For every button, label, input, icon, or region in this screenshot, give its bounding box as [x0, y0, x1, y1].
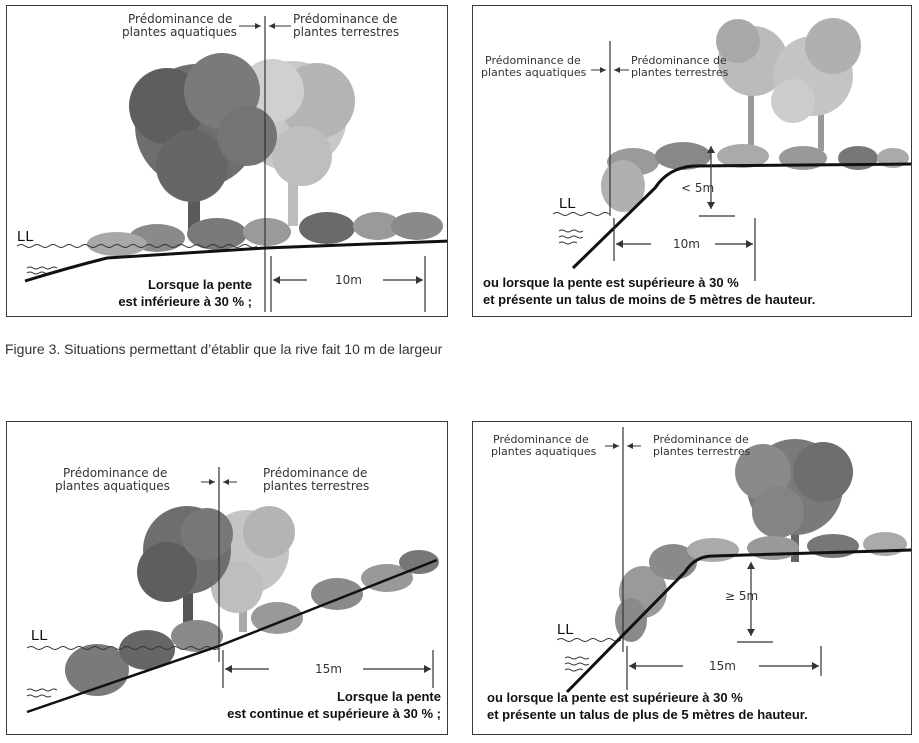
terrestrial-tree [735, 439, 853, 562]
water-surface [26, 646, 220, 650]
condition-text-1: ou lorsque la pente est supérieure à 30 … [483, 275, 739, 290]
shrubs [615, 532, 907, 642]
distance-label: 10m [673, 237, 700, 251]
water-surface [16, 244, 258, 248]
height-label: < 5m [681, 181, 714, 195]
panel-continuous-steep-slope: Prédominance de plantes aquatiques Prédo… [6, 421, 448, 735]
terrestrial-label-1: Prédominance de [631, 54, 727, 67]
panel-continuous-steep-slope-drawing: Prédominance de plantes aquatiques Prédo… [26, 466, 441, 721]
terrestrial-label-1: Prédominance de [293, 12, 397, 26]
condition-text-2: est inférieure à 30 % ; [118, 294, 252, 309]
panel-gentle-slope: Prédominance de plantes aquatiques Prédo… [6, 5, 448, 317]
ground-line [24, 239, 447, 283]
terrestrial-label-2: plantes terrestres [653, 445, 751, 458]
condition-text-2: est continue et supérieure à 30 % ; [227, 706, 441, 721]
ground-line [565, 548, 911, 694]
aquatic-label-1: Prédominance de [493, 433, 589, 446]
aquatic-label-2: plantes aquatiques [122, 25, 237, 39]
panel-steep-high-bank: Prédominance de plantes aquatiques Prédo… [472, 421, 912, 735]
ll-label: LL [17, 228, 34, 245]
condition-text-1: ou lorsque la pente est supérieure à 30 … [487, 690, 743, 705]
condition-text-2: et présente un talus de plus de 5 mètres… [487, 707, 808, 722]
aquatic-label-2: plantes aquatiques [491, 445, 597, 458]
condition-text-1: Lorsque la pente [148, 277, 252, 292]
ll-label: LL [31, 627, 48, 644]
aquatic-label-2: plantes aquatiques [55, 479, 170, 493]
distance-label: 15m [709, 659, 736, 673]
terrestrial-label-2: plantes terrestres [263, 479, 369, 493]
panel-steep-low-bank: Prédominance de plantes aquatiques Prédo… [472, 5, 912, 317]
panel-steep-high-bank-drawing: Prédominance de plantes aquatiques Prédo… [487, 427, 911, 722]
terrestrial-label-1: Prédominance de [263, 466, 367, 480]
aquatic-label-2: plantes aquatiques [481, 66, 587, 79]
water-surface [552, 212, 610, 216]
shrubs [87, 212, 443, 256]
terrestrial-label-2: plantes terrestres [293, 25, 399, 39]
shrubs [601, 142, 909, 212]
condition-text-1: Lorsque la pente [337, 689, 441, 704]
ground-line [26, 558, 438, 714]
terrestrial-label-1: Prédominance de [653, 433, 749, 446]
terrestrial-tree [716, 18, 861, 151]
distance-label: 10m [335, 273, 362, 287]
distance-label: 15m [315, 662, 342, 676]
height-label: ≥ 5m [725, 589, 758, 603]
water-surface [556, 638, 622, 642]
aquatic-tree [129, 53, 277, 232]
panel-gentle-slope-drawing: Prédominance de plantes aquatiques Prédo… [16, 12, 447, 312]
condition-text-2: et présente un talus de moins de 5 mètre… [483, 292, 815, 307]
aquatic-tree [137, 506, 233, 636]
panel-steep-low-bank-drawing: Prédominance de plantes aquatiques Prédo… [481, 18, 911, 307]
aquatic-label-1: Prédominance de [128, 12, 232, 26]
aquatic-label-1: Prédominance de [485, 54, 581, 67]
ground-line [571, 162, 911, 270]
ll-label: LL [559, 195, 576, 212]
ll-label: LL [557, 621, 574, 638]
aquatic-label-1: Prédominance de [63, 466, 167, 480]
figure-caption: Figure 3. Situations permettant d’établi… [5, 341, 443, 357]
terrestrial-label-2: plantes terrestres [631, 66, 729, 79]
